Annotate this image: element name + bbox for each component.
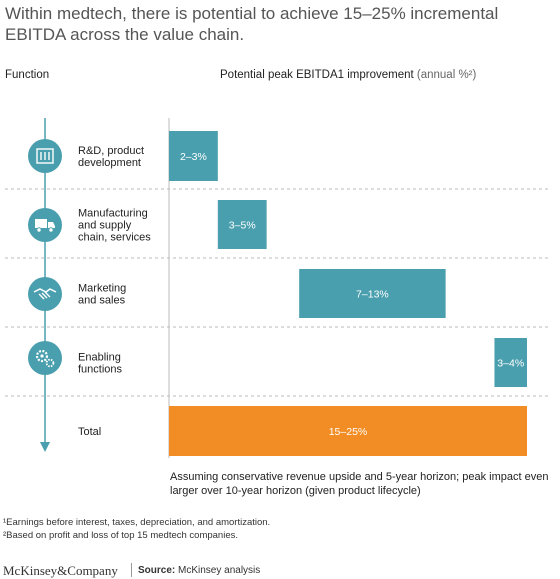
assumption-note: Assuming conservative revenue upside and… [170, 471, 549, 497]
value-label: 3–5% [229, 220, 256, 232]
value-label: 3–4% [497, 358, 524, 370]
metric-column-header: Potential peak EBITDA1 improvement (annu… [220, 69, 476, 81]
metric-header-unit: (annual %²) [416, 69, 477, 81]
footer-divider [131, 563, 132, 577]
source-text: McKinsey analysis [178, 565, 261, 576]
value-label: 7–13% [356, 289, 389, 301]
handshake-icon [28, 277, 62, 311]
source-label: Source: [138, 565, 176, 576]
bar [299, 269, 446, 318]
footnote-1: ¹Earnings before interest, taxes, deprec… [3, 517, 271, 528]
metric-header-text: Potential peak EBITDA1 improvement [220, 69, 414, 81]
bar [217, 200, 267, 249]
row-5: Total 15–25% [78, 406, 527, 456]
brand-logo: McKinsey&Company [3, 563, 118, 578]
source-line: Source: McKinsey analysis [138, 565, 260, 576]
research-icon [28, 139, 62, 173]
function-label: Total [78, 426, 101, 438]
bar [494, 338, 527, 387]
flow-arrowhead [40, 442, 50, 452]
footnote-2: ²Based on profit and loss of top 15 medt… [3, 530, 238, 541]
gears-icon [28, 341, 62, 375]
function-column-header: Function [5, 69, 50, 81]
chart-title: Within medtech, there is potential to ac… [5, 4, 499, 44]
truck-icon [28, 208, 62, 242]
bar [169, 406, 527, 456]
value-label: 15–25% [329, 426, 368, 438]
value-label: 2–3% [180, 151, 207, 163]
bar [169, 131, 218, 181]
